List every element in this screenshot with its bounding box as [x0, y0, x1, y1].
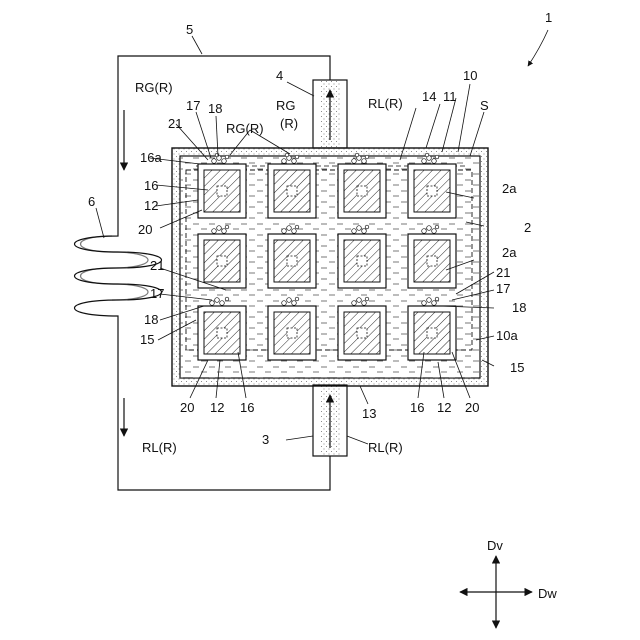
label-20-top: 20 [138, 222, 152, 237]
label-dw: Dw [538, 586, 557, 601]
label-12-br: 12 [437, 400, 451, 415]
label-16a: 16a [140, 150, 162, 165]
label-21-top: 21 [168, 116, 182, 131]
label-3: 3 [262, 432, 269, 447]
label-16-top: 16 [144, 178, 158, 193]
label-rg-r-left: RG(R) [135, 80, 173, 95]
label-17-right: 17 [496, 281, 510, 296]
label-20-br: 20 [465, 400, 479, 415]
battery-cell-r2c4 [408, 225, 456, 288]
battery-cell-r2c3 [338, 225, 386, 288]
label-18-right: 18 [512, 300, 526, 315]
figure-number-arrow [528, 30, 548, 66]
label-rl-r-top: RL(R) [368, 96, 403, 111]
label-dv: Dv [487, 538, 503, 553]
battery-cell-r2c1 [198, 225, 246, 288]
label-16-bl: 16 [240, 400, 254, 415]
label-rg: RG [276, 98, 296, 113]
label-2a-mid: 2a [502, 245, 517, 260]
label-rl-r-left: RL(R) [142, 440, 177, 455]
label-20-bl: 20 [180, 400, 194, 415]
label-11: 11 [443, 89, 457, 104]
label-17-top: 17 [186, 98, 200, 113]
label-12-bl: 12 [210, 400, 224, 415]
label-rg-r: (R) [280, 116, 298, 131]
label-6: 6 [88, 194, 95, 209]
label-15-left: 15 [140, 332, 154, 347]
label-10: 10 [463, 68, 477, 83]
label-5: 5 [186, 22, 193, 37]
label-18-left: 18 [144, 312, 158, 327]
battery-cell-r3c1 [198, 297, 246, 360]
label-17-left: 17 [150, 286, 164, 301]
label-13: 13 [362, 406, 376, 421]
figure-number: 1 [545, 10, 552, 25]
label-2a-top: 2a [502, 181, 517, 196]
battery-cell-r3c2 [268, 297, 316, 360]
label-rg-r-inside: RG(R) [226, 121, 264, 136]
label-2: 2 [524, 220, 531, 235]
label-10a: 10a [496, 328, 518, 343]
label-4: 4 [276, 68, 283, 83]
label-S: S [480, 98, 489, 113]
label-15-right: 15 [510, 360, 524, 375]
battery-cell-r3c3 [338, 297, 386, 360]
label-18-top: 18 [208, 101, 222, 116]
label-16-br: 16 [410, 400, 424, 415]
condenser-coil-inner [81, 236, 149, 300]
label-rl-r-pipe: RL(R) [368, 440, 403, 455]
label-21-left: 21 [150, 258, 164, 273]
label-21-right: 21 [496, 265, 510, 280]
label-14: 14 [422, 89, 436, 104]
battery-cell-r2c2 [268, 225, 316, 288]
label-12-top: 12 [144, 198, 158, 213]
